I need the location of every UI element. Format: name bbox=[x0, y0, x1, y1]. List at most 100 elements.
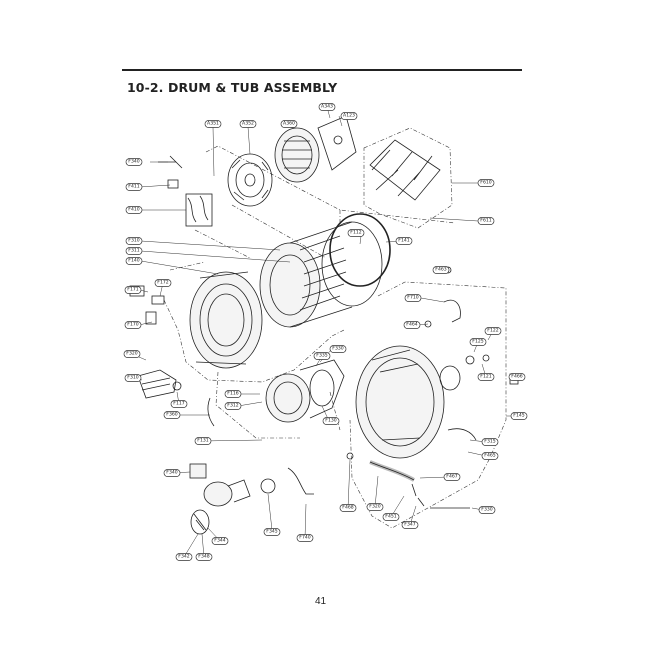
svg-text:F172: F172 bbox=[157, 280, 168, 286]
svg-text:F315: F315 bbox=[484, 439, 495, 445]
part-drum bbox=[259, 213, 391, 328]
svg-text:A123: A123 bbox=[343, 113, 355, 119]
weight-plate bbox=[137, 369, 177, 399]
callouts: A343 A351 A352 A360 A123 F340 F411 F410 … bbox=[123, 103, 528, 561]
callout-f311: F311 bbox=[125, 247, 143, 255]
svg-text:F466: F466 bbox=[511, 374, 522, 380]
clamp-parts bbox=[411, 483, 425, 507]
page-number: 41 bbox=[315, 596, 327, 607]
svg-text:F121: F121 bbox=[480, 374, 491, 380]
svg-text:F312: F312 bbox=[227, 403, 238, 409]
callout-f340b: F340 bbox=[163, 469, 181, 477]
svg-text:F335: F335 bbox=[316, 353, 327, 359]
callout-f320b: F320 bbox=[366, 503, 384, 511]
callout-f122: F122 bbox=[484, 327, 502, 335]
pump-body bbox=[203, 481, 233, 507]
callout-f467: F467 bbox=[443, 473, 461, 481]
drain-hose-edge bbox=[369, 461, 415, 481]
callout-f315: F315 bbox=[481, 438, 499, 446]
stator-windings bbox=[282, 140, 312, 169]
rotor-ring bbox=[227, 153, 273, 207]
callout-f330: F330 bbox=[329, 345, 347, 353]
spring-coils bbox=[187, 195, 209, 223]
callout-f140: F140 bbox=[125, 257, 143, 265]
svg-text:F340: F340 bbox=[166, 470, 177, 476]
drum-opening bbox=[269, 254, 311, 316]
callout-f468: F468 bbox=[339, 504, 357, 512]
svg-text:F344: F344 bbox=[214, 538, 225, 544]
callout-a343: A343 bbox=[318, 103, 336, 111]
callout-f312: F312 bbox=[224, 402, 242, 410]
front-tub-dash bbox=[163, 261, 345, 383]
part-pump-assembly bbox=[189, 452, 354, 535]
callout-f112: F112 bbox=[347, 229, 365, 237]
callout-f131: F131 bbox=[194, 437, 212, 445]
svg-text:F342: F342 bbox=[178, 554, 189, 560]
svg-text:F117: F117 bbox=[173, 401, 184, 407]
callout-f360: F360 bbox=[163, 411, 181, 419]
callout-f411: F411 bbox=[125, 183, 143, 191]
callout-f171: F171 bbox=[124, 286, 142, 294]
drain-hose-top bbox=[443, 299, 461, 323]
svg-text:F347: F347 bbox=[404, 522, 415, 528]
svg-text:F340: F340 bbox=[128, 159, 139, 165]
callout-f320: F320 bbox=[123, 350, 141, 358]
callout-f611: F611 bbox=[477, 217, 495, 225]
svg-text:F330: F330 bbox=[481, 507, 492, 513]
callout-f130: F130 bbox=[322, 417, 340, 425]
harness bbox=[287, 467, 314, 495]
callout-f345: F345 bbox=[263, 528, 281, 536]
svg-text:F171: F171 bbox=[127, 287, 138, 293]
svg-text:F468: F468 bbox=[342, 505, 353, 511]
svg-text:F311: F311 bbox=[128, 248, 139, 254]
svg-text:F411: F411 bbox=[128, 184, 139, 190]
clip-464 bbox=[424, 320, 432, 328]
svg-text:F130: F130 bbox=[325, 418, 336, 424]
part-damper-springs bbox=[185, 193, 213, 227]
svg-text:F710: F710 bbox=[407, 295, 418, 301]
svg-text:F330: F330 bbox=[332, 346, 343, 352]
svg-text:F141: F141 bbox=[398, 238, 409, 244]
filter-cap bbox=[190, 509, 210, 535]
rotor-inner bbox=[235, 162, 265, 198]
svg-text:F348: F348 bbox=[198, 554, 209, 560]
drum-sides bbox=[289, 221, 353, 328]
svg-text:F463: F463 bbox=[435, 267, 446, 273]
svg-text:A352: A352 bbox=[242, 121, 254, 127]
part-drain-hoses bbox=[369, 266, 519, 509]
rear-tub-inner bbox=[365, 357, 435, 447]
svg-text:F145: F145 bbox=[513, 413, 524, 419]
callout-a352: A352 bbox=[239, 120, 257, 128]
part-stator bbox=[274, 127, 320, 183]
callout-f465: F465 bbox=[481, 452, 499, 460]
hose-frame bbox=[369, 139, 441, 201]
svg-text:F116: F116 bbox=[227, 391, 238, 397]
callout-f116: F116 bbox=[224, 390, 242, 398]
callout-f344: F344 bbox=[211, 537, 229, 545]
pump-outlet bbox=[227, 479, 251, 503]
hose-bracket-dash bbox=[363, 127, 453, 229]
drum-front bbox=[259, 242, 321, 328]
fitting-e bbox=[145, 311, 157, 325]
svg-text:F410: F410 bbox=[128, 207, 139, 213]
svg-text:F611: F611 bbox=[480, 218, 491, 224]
rear-tub-body bbox=[355, 345, 445, 459]
drum-ribs bbox=[299, 235, 347, 311]
rear-tub-dash bbox=[349, 281, 507, 529]
svg-text:F131: F131 bbox=[197, 438, 208, 444]
svg-text:F112: F112 bbox=[350, 230, 361, 236]
svg-text:F610: F610 bbox=[480, 180, 491, 186]
svg-text:F310: F310 bbox=[128, 238, 139, 244]
front-tub-inner bbox=[207, 293, 245, 347]
callout-f117: F117 bbox=[170, 400, 188, 408]
callout-f121: F121 bbox=[477, 373, 495, 381]
part-rear-tub bbox=[355, 345, 490, 459]
leader-lines bbox=[131, 106, 519, 558]
weight-lines bbox=[141, 377, 171, 391]
pump-housing bbox=[265, 373, 311, 423]
svg-text:F740: F740 bbox=[299, 535, 310, 541]
part-front-tub bbox=[189, 271, 263, 369]
callout-f342: F342 bbox=[175, 553, 193, 561]
pump-motor bbox=[189, 463, 207, 479]
